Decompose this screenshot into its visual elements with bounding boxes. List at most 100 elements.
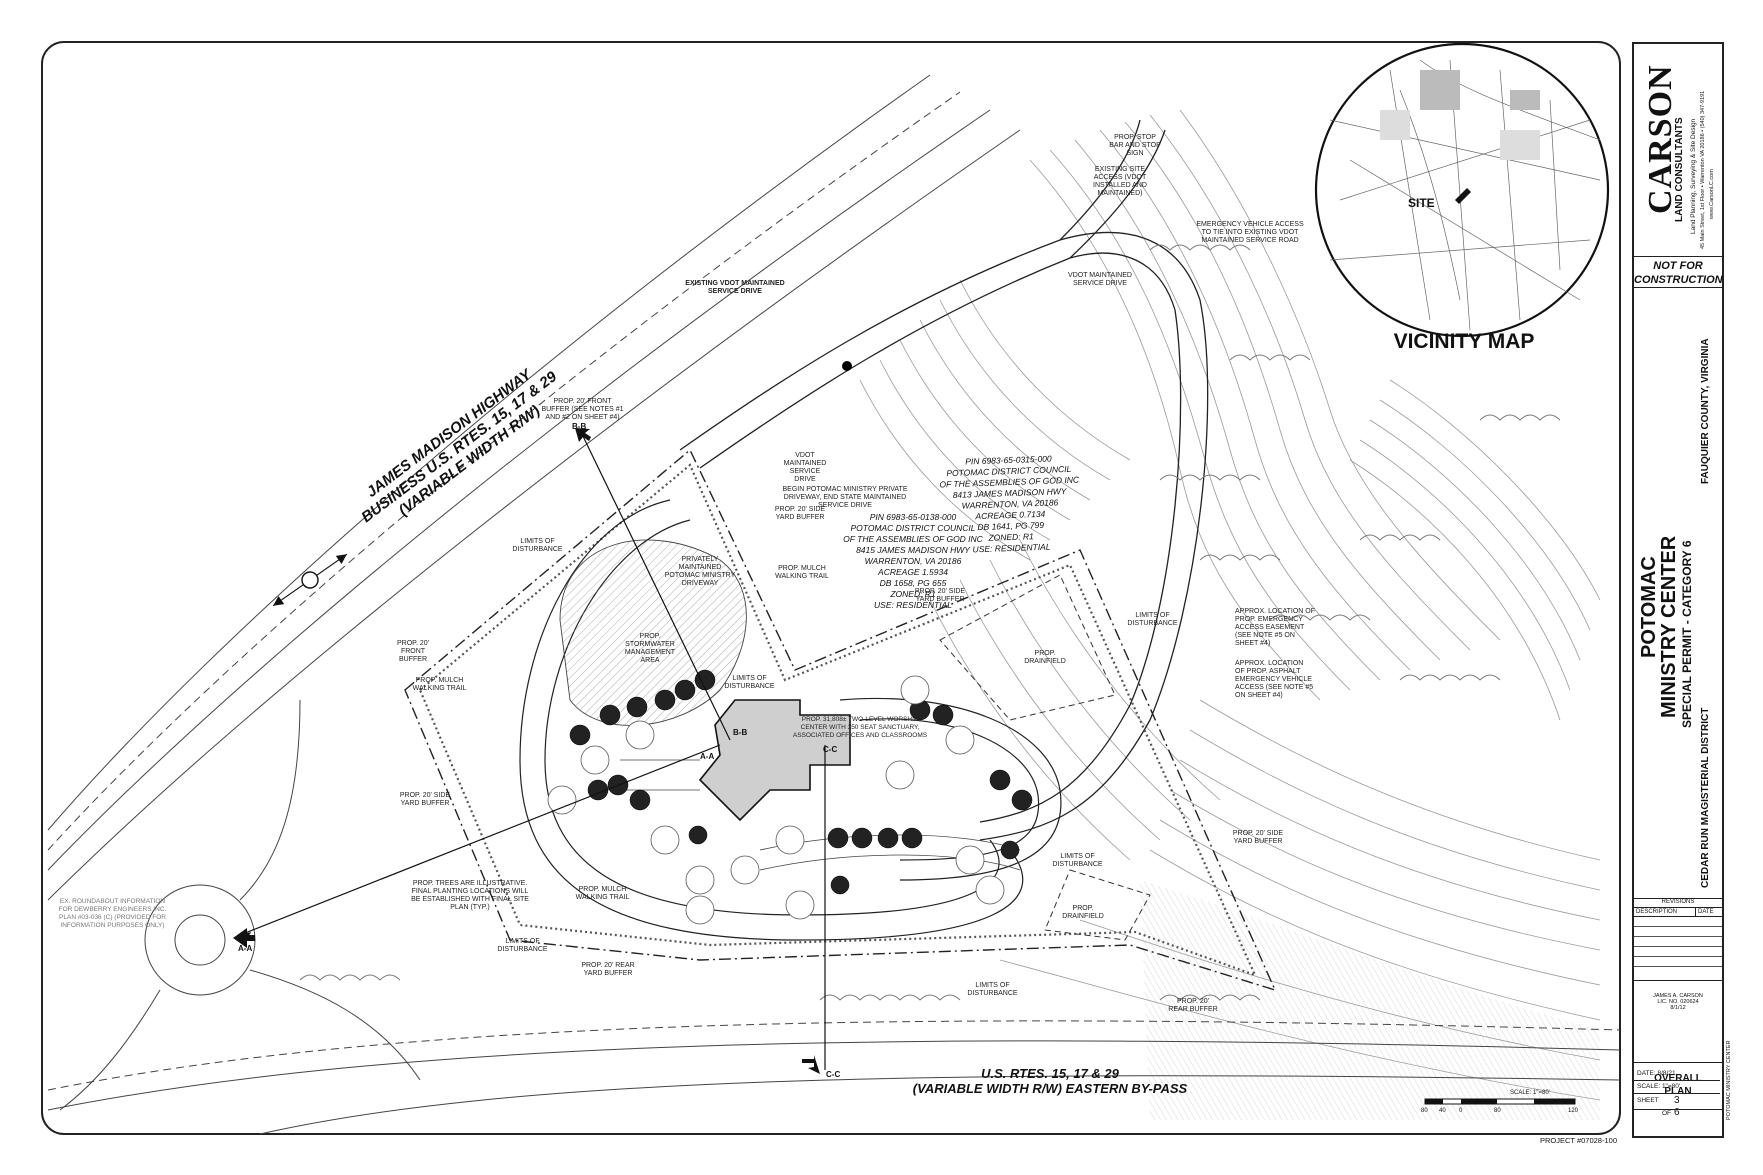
note-line: FINAL PLANTING LOCATIONS WILL: [411, 888, 529, 895]
note-line: EMERGENCY VEHICLE: [1235, 676, 1312, 683]
parcel-label-2: PIN 6983-65-0138-000 POTOMAC DISTRICT CO…: [838, 512, 988, 611]
scale-tick-4: 120: [1568, 1108, 1579, 1114]
note-building: PROP. 31,808± TWO-LEVEL WORSHIP CENTER W…: [790, 716, 930, 740]
note-line: FRONT: [400, 648, 426, 655]
note-line: DRAINFIELD: [1062, 913, 1104, 920]
note-line: DISTURBANCE: [1052, 861, 1103, 868]
vicinity-map: [1314, 42, 1610, 338]
note-trees: PROP. TREES ARE ILLUSTRATIVE. FINAL PLAN…: [405, 880, 535, 912]
project-county: FAUQUIER COUNTY, VIRGINIA: [1700, 338, 1711, 484]
firm-subtitle: LAND CONSULTANTS: [1674, 117, 1685, 222]
firm-address: 45 Main Street, 1st Floor • Warrenton VA…: [1700, 90, 1706, 249]
parcel-2-owner2: OF THE ASSEMBLIES OF GOD INC: [843, 534, 983, 544]
note-line: TO TIE INTO EXISTING VDOT: [1201, 229, 1299, 236]
note-line: PROP. STOP: [1114, 134, 1156, 141]
note-front-buffer: PROP. 20' FRONT BUFFER: [393, 640, 433, 664]
note-line: WALKING TRAIL: [575, 894, 630, 901]
note-line: DRIVE: [794, 476, 816, 483]
note-line: PROP. MULCH: [415, 677, 464, 684]
scale-tick-2: 0: [1459, 1108, 1463, 1114]
roundabout: [59, 699, 421, 1111]
note-existing-site-access: EXISTING SITE ACCESS (VDOT INSTALLED AND…: [1085, 166, 1155, 198]
note-line: ACCESS (VDOT: [1093, 174, 1147, 181]
note-line: PROP. 20': [397, 640, 429, 647]
note-side-buffer-mid: PROP. 20' SIDE YARD BUFFER: [910, 588, 970, 604]
vicinity-map-title: VICINITY MAP: [1393, 330, 1535, 353]
parcel-2-pin: PIN 6983-65-0138-000: [869, 512, 957, 522]
note-line: POTOMAC MINISTRY: [664, 572, 736, 579]
note-begin-private-drive: BEGIN POTOMAC MINISTRY PRIVATE DRIVEWAY,…: [780, 486, 910, 510]
note-drainfield-2: PROP. DRAINFIELD: [1058, 905, 1108, 921]
note-line: PROP. 20' SIDE: [1232, 830, 1284, 837]
note-line: EX. ROUNDABOUT INFORMATION: [59, 898, 166, 905]
revisions-col-date: DATE: [1698, 909, 1714, 915]
note-approx-emergency-easement: APPROX. LOCATION OF PROP. EMERGENCY ACCE…: [1235, 608, 1315, 648]
note-line: AND #2 ON SHEET #4): [545, 414, 620, 421]
note-line: BAR AND STOP: [1109, 142, 1161, 149]
note-line: MAINTAINED SERVICE ROAD: [1201, 237, 1299, 244]
sheet-border: [41, 41, 1621, 1135]
note-line: PROP.: [639, 633, 661, 640]
parcel-2-use: USE: RESIDENTIAL: [874, 600, 952, 610]
note-line: YARD BUFFER: [583, 970, 633, 977]
note-line: LIMITS OF: [520, 538, 555, 545]
note-side-buffer-top: PROP. 20' SIDE YARD BUFFER: [770, 506, 830, 522]
note-line: APPROX. LOCATION OF: [1235, 608, 1315, 615]
bypass-routes: U.S. RTES. 15, 17 & 29: [981, 1066, 1119, 1081]
sheet-title-section: OVERALL PLAN: [1634, 1062, 1722, 1110]
scale-tick-1: 40: [1439, 1108, 1446, 1114]
parcel-2-owner: POTOMAC DISTRICT COUNCIL: [850, 523, 976, 533]
project-number: PROJECT #07028-100: [1540, 1136, 1617, 1145]
revision-row: [1634, 917, 1722, 927]
note-line: PROP. EMERGENCY: [1235, 616, 1303, 623]
parcel-2-acreage: ACREAGE 1.5934: [878, 567, 948, 577]
drainfield-2: [1044, 869, 1151, 941]
note-line: DISTURBANCE: [497, 946, 548, 953]
project-subtitle: SPECIAL PERMIT - CATEGORY 6: [1680, 540, 1694, 728]
project-title-2: MINISTRY CENTER: [1658, 535, 1680, 718]
eastern-bypass: [47, 1020, 1621, 1135]
section-label-bb-top: B-B: [572, 422, 587, 431]
note-line: EXISTING VDOT MAINTAINED: [685, 280, 785, 287]
note-line: DISTURBANCE: [1127, 620, 1178, 627]
note-limits-2: LIMITS OF DISTURBANCE: [722, 675, 777, 691]
note-line: FOR DEWBERRY ENGINEERS INC.: [58, 906, 167, 913]
north-arrow: [272, 553, 348, 607]
seal-text: JAMES A. CARSON LIC. NO. 020624 8/1/12: [1650, 993, 1706, 1011]
note-line: PROP.: [1072, 905, 1094, 912]
note-vdot-maintained: VDOT MAINTAINED SERVICE DRIVE: [780, 452, 830, 484]
property-boundary: [404, 448, 1277, 992]
note-line: LIMITS OF: [975, 982, 1010, 989]
note-line: VDOT MAINTAINED: [1068, 272, 1132, 279]
note-line: DRIVEWAY: [681, 580, 719, 587]
note-line: REAR BUFFER: [1168, 1006, 1218, 1013]
seal-license: LIC. NO. 020624: [1657, 999, 1699, 1005]
note-limits-5: LIMITS OF DISTURBANCE: [965, 982, 1020, 998]
note-side-buffer-right: PROP. 20' SIDE YARD BUFFER: [1228, 830, 1288, 846]
note-line: PROP. 20' SIDE: [399, 792, 451, 799]
note-line: WALKING TRAIL: [412, 685, 467, 692]
note-line: ON SHEET #4): [1235, 692, 1283, 699]
section-label-aa-left: A-A: [238, 944, 253, 953]
note-vdot-service-drive: VDOT MAINTAINED SERVICE DRIVE: [1065, 272, 1135, 288]
note-line: ACCESS (SEE NOTE #5: [1235, 684, 1314, 691]
note-line: OF PROP. ASPHALT: [1235, 668, 1301, 675]
firm-web: www.CarsonLC.com: [1709, 169, 1715, 219]
note-emergency-access: EMERGENCY VEHICLE ACCESS TO TIE INTO EXI…: [1195, 221, 1305, 245]
note-line: SERVICE DRIVE: [1073, 280, 1127, 287]
contour-lines: [859, 109, 1601, 1101]
section-label-cc-building: C-C: [823, 745, 838, 754]
status-line-1: NOT FOR: [1653, 260, 1703, 272]
note-line: PRIVATELY MAINTAINED: [678, 556, 722, 571]
revision-row: [1634, 957, 1722, 967]
steep-slope-hatch: [1140, 880, 1600, 1120]
seal-section: JAMES A. CARSON LIC. NO. 020624 8/1/12: [1634, 980, 1722, 1063]
revisions-section: REVISIONS DESCRIPTION DATE: [1634, 898, 1722, 981]
scale-bar-label: SCALE: 1"=80': [1510, 1090, 1550, 1096]
note-line: DISTURBANCE: [512, 546, 563, 553]
sheet-meta: DATE: 8/8/21 SCALE: 1"=80' SHEET 3 OF 6: [1634, 1068, 1720, 1122]
revisions-header: DESCRIPTION DATE: [1634, 908, 1722, 917]
note-existing-vdot-drive: EXISTING VDOT MAINTAINED SERVICE DRIVE: [680, 280, 790, 296]
worship-center-building: [698, 699, 851, 822]
note-line: APPROX. LOCATION: [1235, 660, 1304, 667]
